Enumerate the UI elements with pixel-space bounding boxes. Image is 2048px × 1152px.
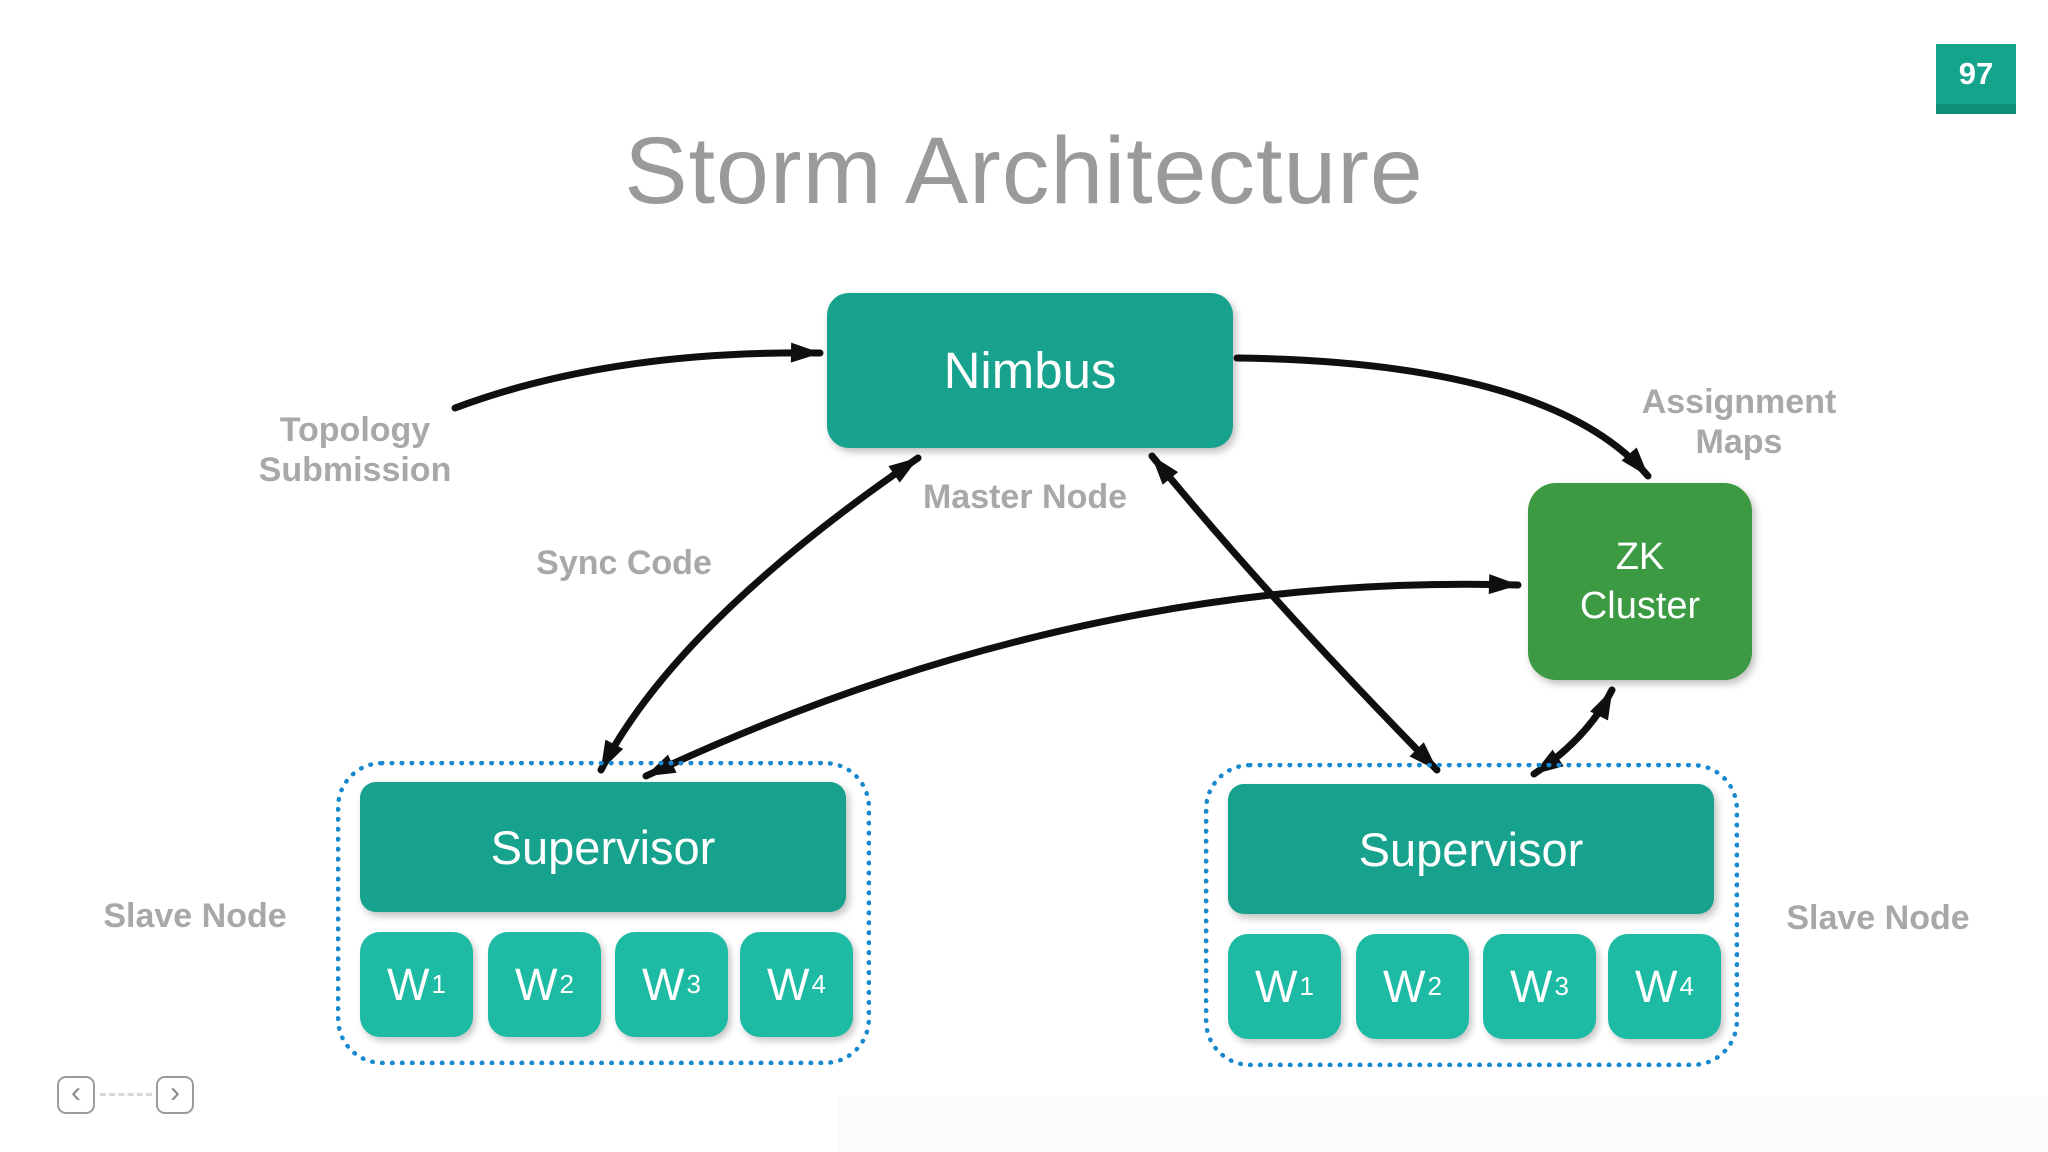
assignment-maps-caption: Assignment Maps xyxy=(1579,382,1899,462)
assignment-caption-line1: Assignment xyxy=(1641,383,1837,421)
worker-label: W xyxy=(387,958,430,1010)
topology-caption-line1: Topology xyxy=(279,411,431,449)
assignment-caption-line2: Maps xyxy=(1695,423,1783,462)
worker-subscript: 2 xyxy=(1427,971,1442,1001)
worker-subscript: 1 xyxy=(1299,971,1314,1001)
node-supervisor-left: Supervisor xyxy=(360,782,846,912)
worker-subscript: 2 xyxy=(559,969,574,999)
worker-label: W xyxy=(1635,960,1678,1012)
node-nimbus: Nimbus xyxy=(827,293,1233,448)
zk-label-line1: ZK xyxy=(1615,535,1665,578)
page-number-badge: 97 xyxy=(1936,44,2016,114)
arrow-nimbus-supervisor-right xyxy=(1148,452,1441,774)
nav-dashes xyxy=(100,1093,152,1096)
node-zk-cluster: ZK Cluster xyxy=(1528,483,1752,680)
master-node-caption: Master Node xyxy=(922,478,1128,516)
chevron-left-icon: ‹ xyxy=(71,1076,81,1109)
slave-node-caption-left: Slave Node xyxy=(103,897,287,935)
topology-caption-line2: Submission xyxy=(258,451,452,490)
page-number: 97 xyxy=(1958,56,1994,91)
zk-label-line2: Cluster xyxy=(1579,584,1701,627)
arrow-nimbus-supervisor-left xyxy=(597,454,922,774)
worker-label: W xyxy=(1255,960,1298,1012)
worker-label: W xyxy=(767,958,810,1010)
nimbus-label: Nimbus xyxy=(943,342,1117,399)
arrow-zk-supervisor-right xyxy=(1530,686,1616,778)
prev-slide-button[interactable]: ‹ xyxy=(57,1076,95,1114)
chevron-right-icon: › xyxy=(170,1076,180,1109)
arrow-supervisor-left-zk xyxy=(642,574,1522,780)
node-supervisor-right: Supervisor xyxy=(1228,784,1714,914)
worker-subscript: 4 xyxy=(811,969,826,999)
worker-label: W xyxy=(515,958,558,1010)
next-slide-button[interactable]: › xyxy=(156,1076,194,1114)
slide-bottom-tint xyxy=(838,1097,2048,1152)
worker-subscript: 3 xyxy=(1554,971,1569,1001)
worker-label: W xyxy=(1510,960,1553,1012)
worker-label: W xyxy=(1383,960,1426,1012)
worker-subscript: 1 xyxy=(431,969,446,999)
sync-code-caption: Sync Code xyxy=(536,544,712,582)
topology-submission-caption: Topology Submission xyxy=(205,410,505,490)
worker-subscript: 4 xyxy=(1679,971,1694,1001)
worker-label: W xyxy=(642,958,685,1010)
slave-node-caption-right: Slave Node xyxy=(1786,899,1970,937)
arrow-topology-to-nimbus xyxy=(451,342,824,412)
worker-subscript: 3 xyxy=(686,969,701,999)
page-title: Storm Architecture xyxy=(624,118,1424,224)
